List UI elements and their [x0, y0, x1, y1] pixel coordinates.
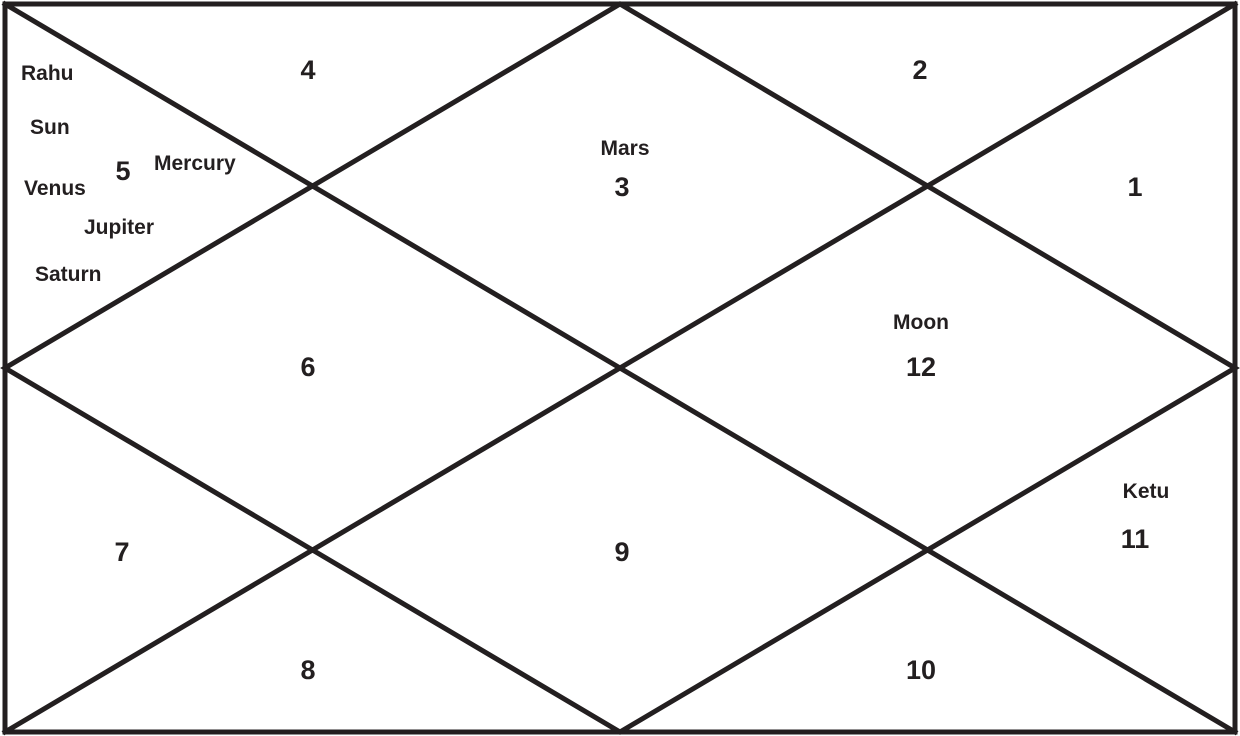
house-12-number: 12	[906, 352, 936, 382]
house-6-number: 6	[300, 352, 315, 382]
planet-jupiter: Jupiter	[84, 216, 154, 239]
house-10-number: 10	[906, 655, 936, 685]
planet-mercury: Mercury	[154, 152, 236, 175]
house-5-number: 5	[115, 156, 130, 186]
house-3-number: 3	[614, 172, 629, 202]
planet-ketu: Ketu	[1123, 480, 1170, 503]
planet-saturn: Saturn	[35, 263, 102, 286]
house-7-number: 7	[114, 537, 129, 567]
planet-venus: Venus	[24, 177, 86, 200]
house-1-number: 1	[1127, 172, 1142, 202]
house-9-number: 9	[614, 537, 629, 567]
house-8-number: 8	[300, 655, 315, 685]
house-2-number: 2	[912, 55, 927, 85]
planet-sun: Sun	[30, 116, 70, 139]
planet-moon: Moon	[893, 311, 949, 334]
house-4-number: 4	[300, 55, 315, 85]
house-11-number: 11	[1121, 524, 1150, 554]
planet-rahu: Rahu	[21, 62, 74, 85]
planet-mars: Mars	[600, 137, 649, 160]
